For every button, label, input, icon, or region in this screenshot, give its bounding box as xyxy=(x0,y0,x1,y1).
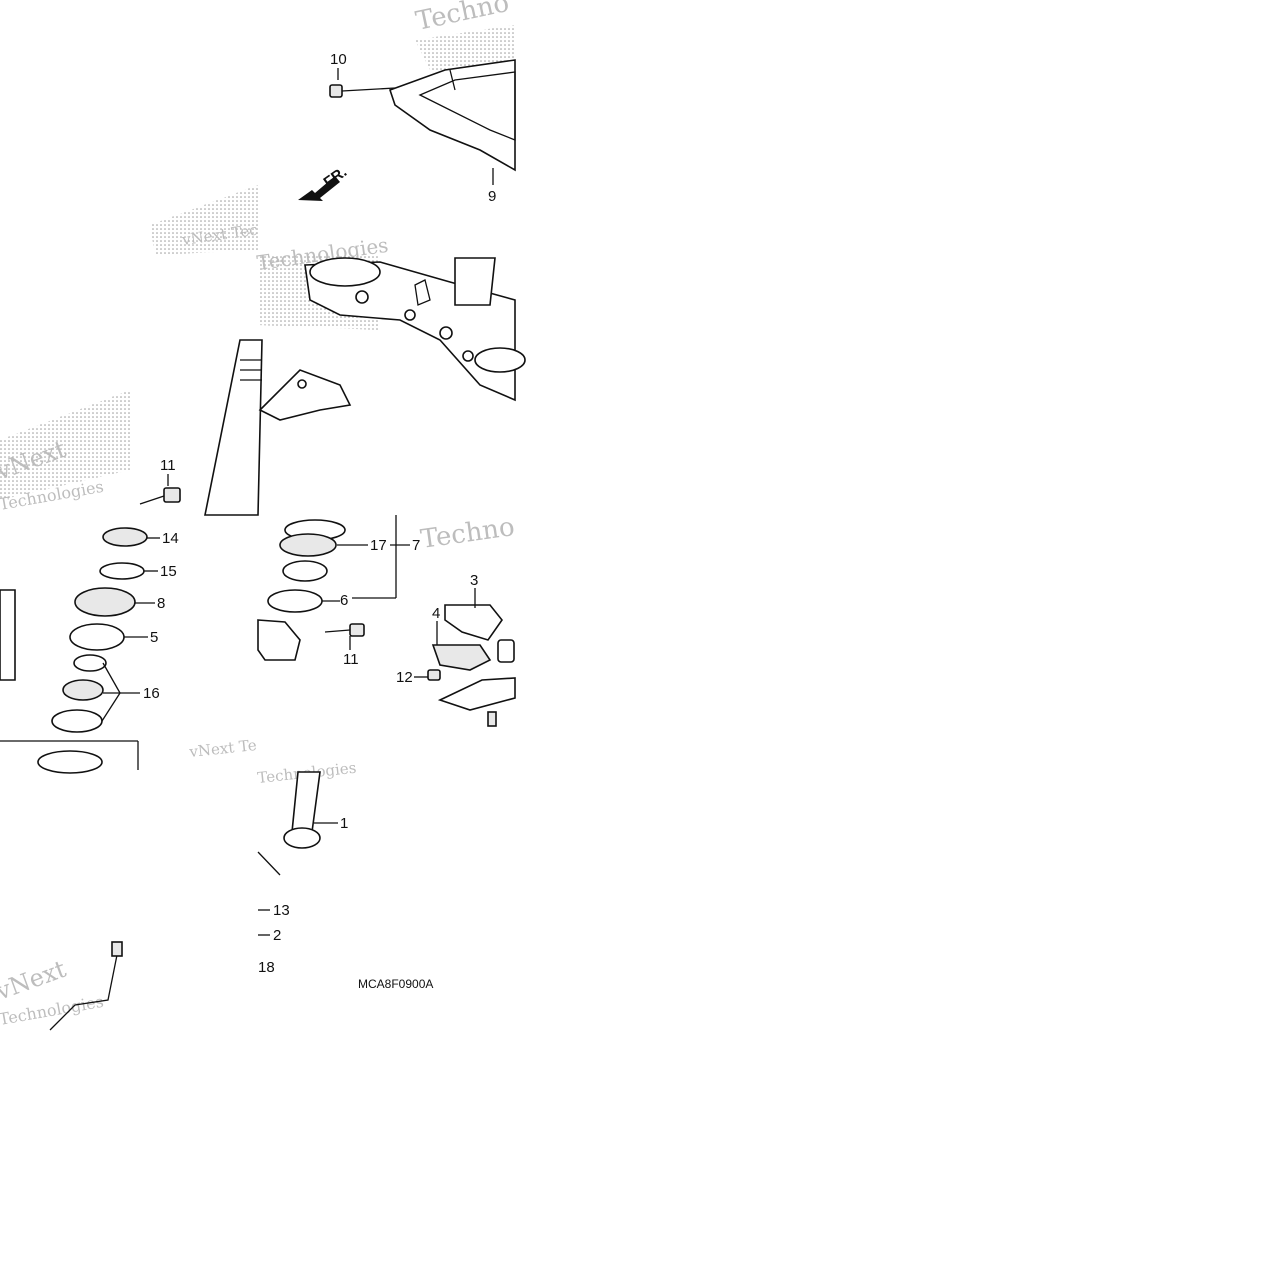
callout-label: 2 xyxy=(273,927,281,944)
callout-label: 10 xyxy=(330,51,347,68)
callout-label: 14 xyxy=(162,530,179,547)
watermark-text: Techno xyxy=(419,512,517,555)
callout-label: 18 xyxy=(258,959,275,976)
steering-stem-part xyxy=(283,771,321,849)
callout-label: 15 xyxy=(160,563,177,580)
callout-label: 7 xyxy=(412,537,420,554)
callout-label: 5 xyxy=(150,629,158,646)
callout-label: 12 xyxy=(396,669,413,686)
callout-label: 17 xyxy=(370,537,387,554)
top-bridge-part xyxy=(304,257,526,402)
callout-label: 6 xyxy=(340,592,348,609)
callout-label: 3 xyxy=(470,572,478,589)
callout-label: 9 xyxy=(488,188,496,205)
screw-part xyxy=(329,84,396,98)
cover-plate-part xyxy=(388,59,516,172)
watermark-text: vNext Te xyxy=(188,736,258,761)
callout-label: 16 xyxy=(143,685,160,702)
bracket-part xyxy=(258,369,352,421)
diagram-code: MCA8F0900A xyxy=(358,977,433,991)
wire-harness-part xyxy=(49,941,123,1031)
upper-bearing-stack xyxy=(257,519,365,661)
callout-label: 13 xyxy=(273,902,290,919)
callout-label: 11 xyxy=(343,651,359,668)
front-arrow-icon xyxy=(298,176,340,201)
bolt-part xyxy=(139,487,181,505)
callout-label: 4 xyxy=(432,605,440,622)
plate-parts xyxy=(427,604,516,727)
leader-lines xyxy=(0,68,494,936)
watermark-text: vNext xyxy=(0,955,70,1006)
fork-tube-part xyxy=(204,339,263,516)
callout-label: 8 xyxy=(157,595,165,612)
callout-label: 1 xyxy=(340,815,348,832)
callout-label: 11 xyxy=(160,457,176,474)
steering-bearing-stack xyxy=(0,527,148,774)
